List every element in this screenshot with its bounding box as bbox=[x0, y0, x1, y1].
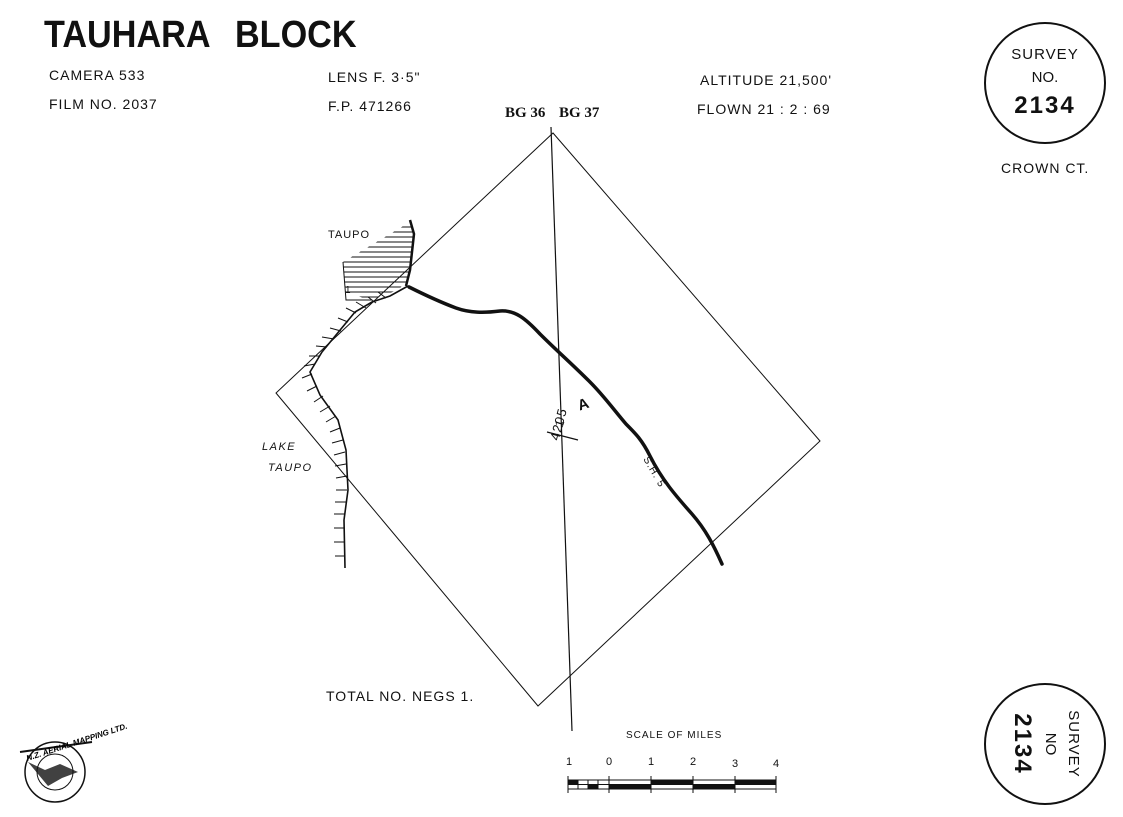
taupo-town-boundary bbox=[404, 219, 416, 287]
scale-tick-3: 3 bbox=[732, 758, 740, 770]
survey-badge-line2: NO. bbox=[1031, 69, 1059, 86]
flown-label: FLOWN 21 : 2 : 69 bbox=[697, 101, 831, 117]
survey-number-badge: SURVEY NO. 2134 bbox=[984, 22, 1106, 144]
total-negatives-label: TOTAL NO. NEGS 1. bbox=[326, 688, 475, 704]
taupo-town-edge bbox=[342, 261, 372, 301]
crown-label: CROWN CT. bbox=[1001, 160, 1090, 176]
sheet-right-label: BG 37 bbox=[559, 105, 600, 121]
lake-shoreline bbox=[309, 285, 409, 569]
sheet-boundary-line bbox=[550, 126, 573, 732]
camera-label: CAMERA 533 bbox=[49, 67, 146, 83]
scale-title: SCALE OF MILES bbox=[626, 730, 723, 741]
scale-tick-l: 1 bbox=[566, 756, 574, 768]
film-label: FILM NO. 2037 bbox=[49, 96, 158, 112]
photo-coverage-frame bbox=[275, 132, 821, 707]
altitude-label: ALTITUDE 21,500' bbox=[700, 72, 833, 88]
fp-label: F.P. 471266 bbox=[328, 98, 412, 114]
scale-bar bbox=[567, 776, 777, 793]
lens-label: LENS F. 3·5" bbox=[328, 69, 421, 85]
taupo-town-label: TAUPO bbox=[328, 229, 371, 241]
survey-badge-number: 2134 bbox=[1014, 92, 1076, 119]
scale-tick-1: 1 bbox=[648, 756, 656, 768]
sheet-left-label: BG 36 bbox=[505, 105, 546, 121]
survey-badge-line1: SURVEY bbox=[1011, 46, 1079, 63]
lake-label-line2: TAUPO bbox=[268, 462, 313, 474]
shore-marker-label: 1 bbox=[345, 285, 352, 296]
scale-tick-0: 0 bbox=[606, 756, 614, 768]
nz-aerial-mapping-logo: N.Z. AERIAL MAPPING LTD. bbox=[19, 722, 129, 803]
taupo-town-hatching bbox=[343, 222, 414, 300]
scale-tick-4: 4 bbox=[773, 758, 781, 770]
photo-label-fraction-bar bbox=[546, 431, 579, 441]
state-highway-5 bbox=[407, 285, 724, 566]
map-title: TAUHARA BLOCK bbox=[44, 14, 357, 56]
shore-hatching bbox=[301, 291, 387, 557]
logo-text: N.Z. AERIAL MAPPING LTD. bbox=[25, 722, 128, 763]
scale-tick-2: 2 bbox=[690, 756, 698, 768]
lake-label-line1: LAKE bbox=[262, 441, 297, 453]
